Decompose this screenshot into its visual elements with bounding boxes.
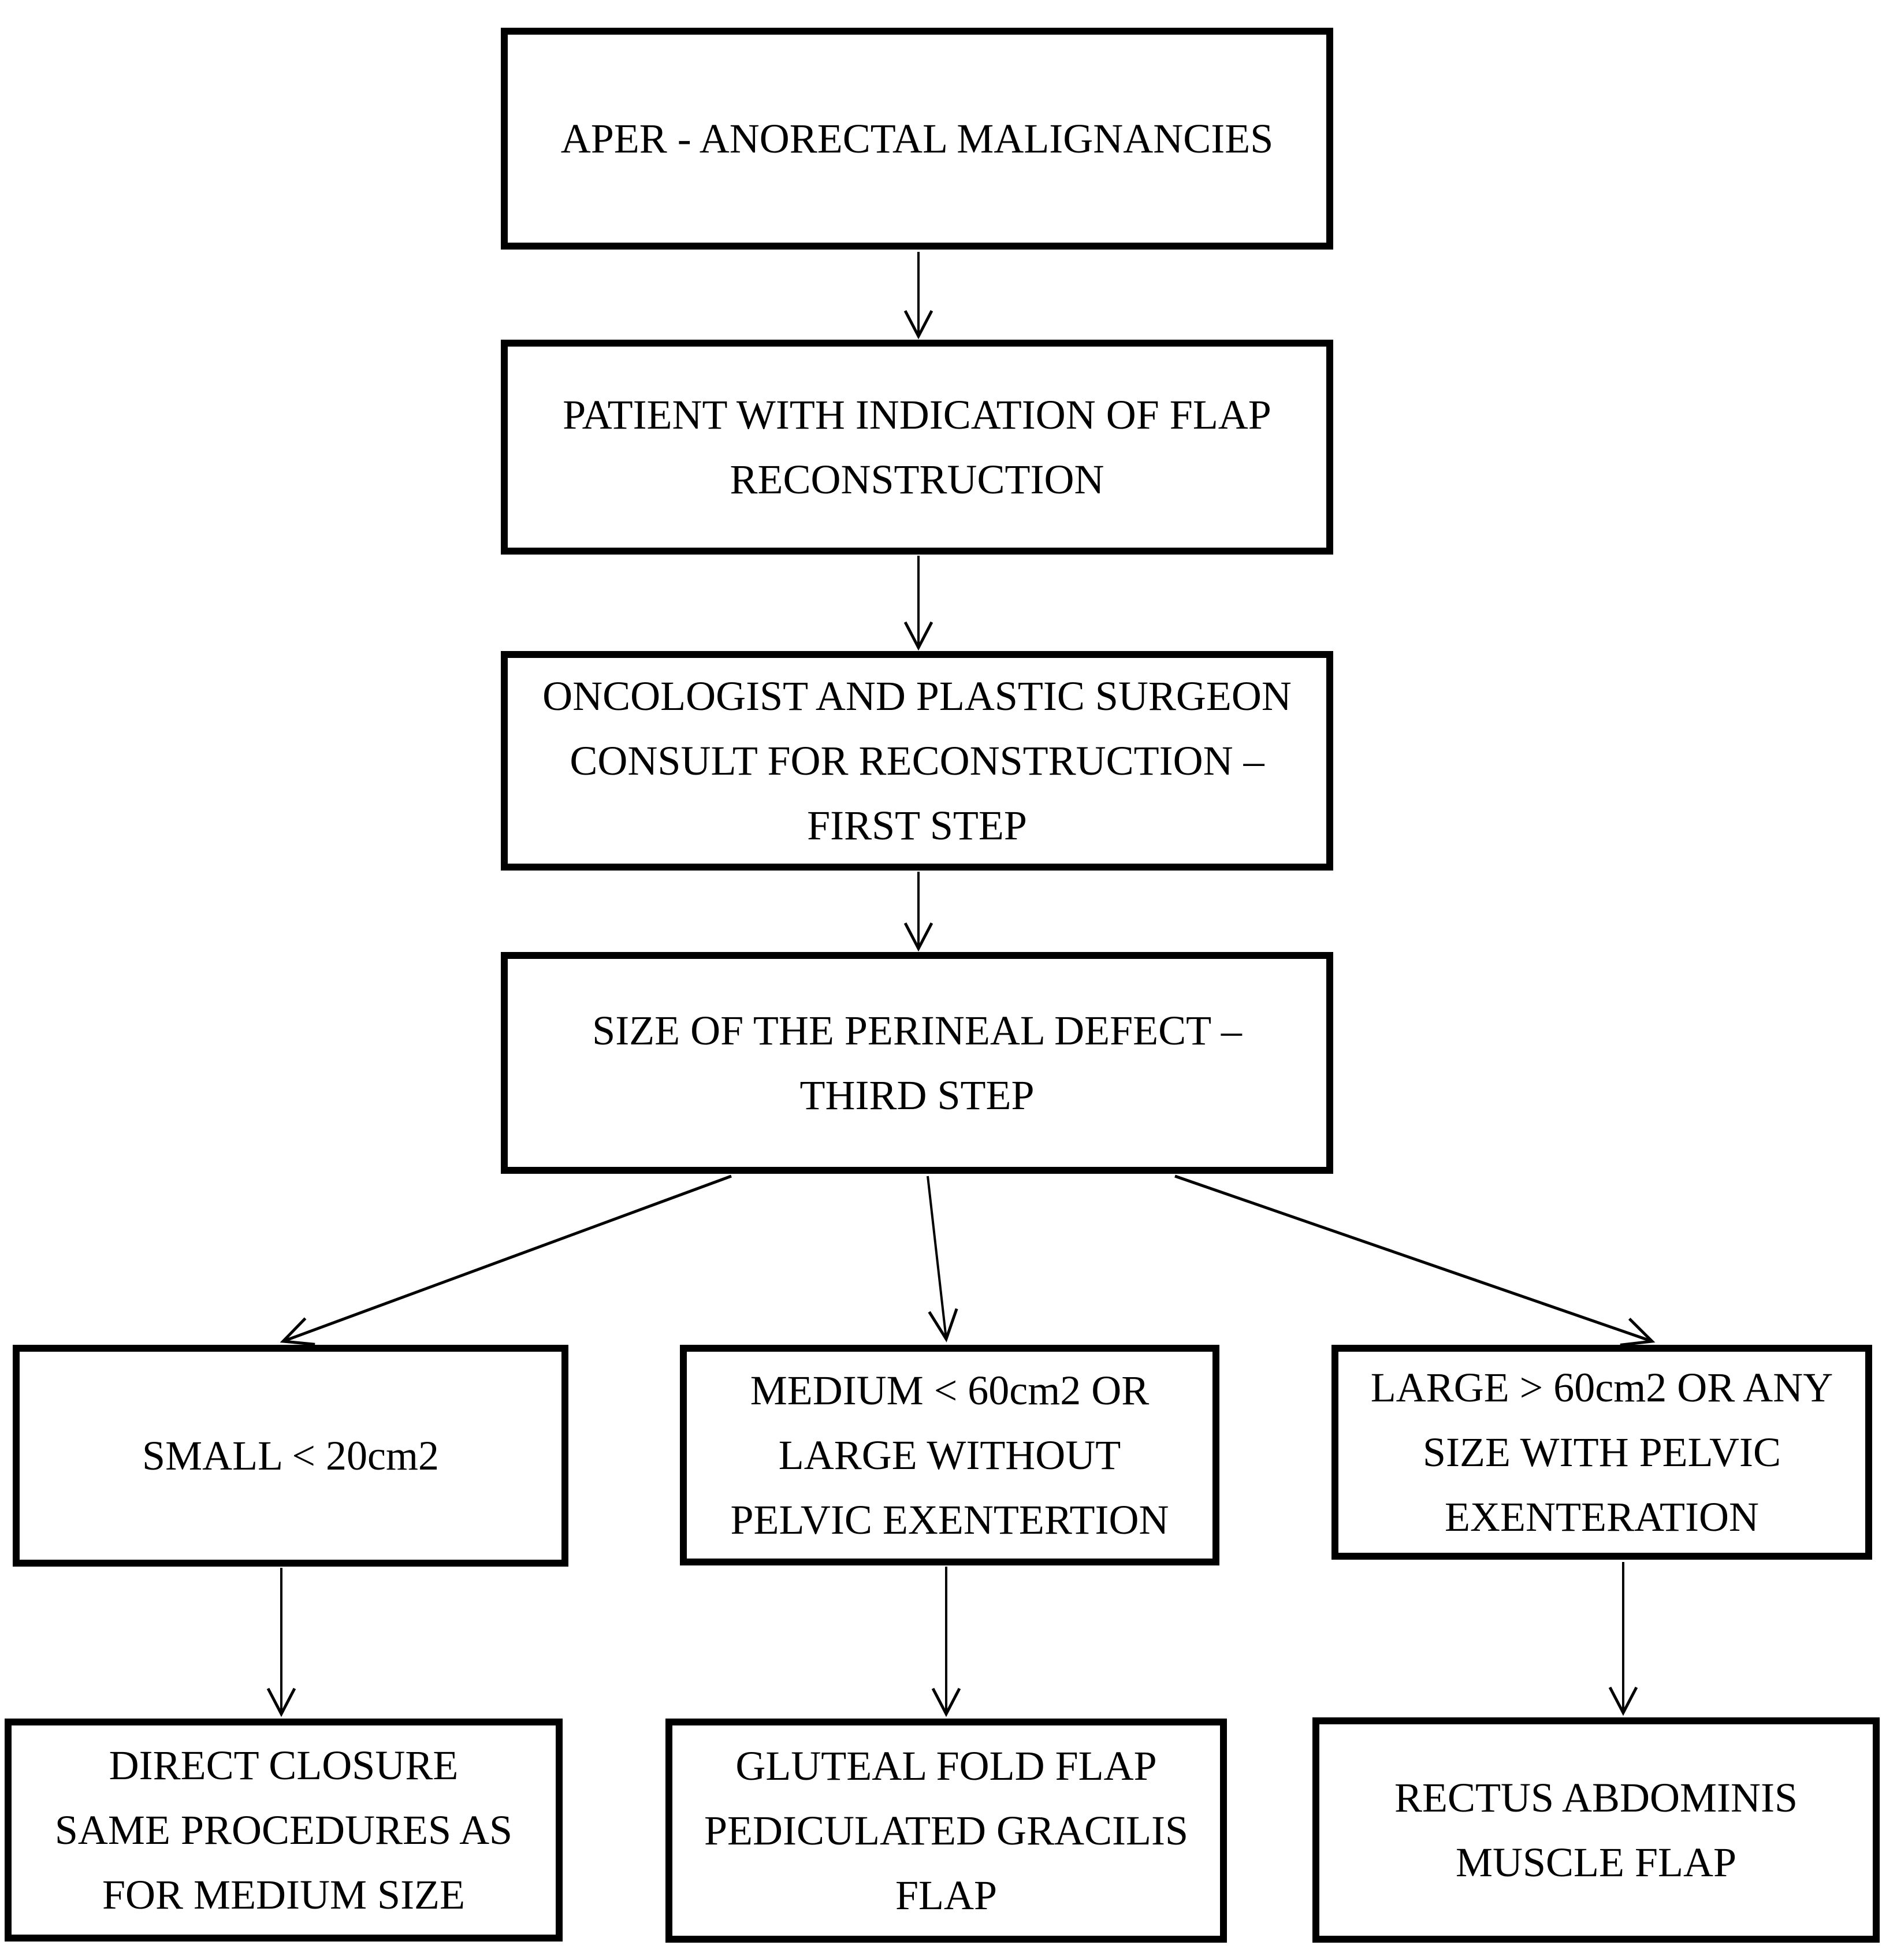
flow-node-size: SIZE OF THE PERINEAL DEFECT – THIRD STEP (501, 952, 1333, 1174)
node-text-line: ONCOLOGIST AND PLASTIC SURGEON (542, 673, 1292, 719)
flow-node-small: SMALL < 20cm2 (13, 1345, 568, 1567)
node-text-line: SIZE WITH PELVIC (1423, 1429, 1781, 1475)
arrow-size-large (1174, 1174, 1656, 1347)
node-text-line: APER - ANORECTAL MALIGNANCIES (560, 116, 1274, 162)
arrow-aper-patient (903, 252, 933, 340)
node-text-line: SAME PROCEDURES AS (54, 1807, 513, 1853)
node-text-line: RECONSTRUCTION (730, 456, 1104, 503)
node-text-line: GLUTEAL FOLD FLAP (735, 1743, 1157, 1789)
node-text-line: PEDICULATED GRACILIS (704, 1807, 1188, 1854)
node-text-line: PELVIC EXENTERTION (730, 1497, 1169, 1543)
arrow-small-direct (266, 1568, 296, 1717)
node-text-line: FLAP (895, 1872, 998, 1918)
node-text-line: MUSCLE FLAP (1455, 1839, 1737, 1885)
node-text-line: CONSULT FOR RECONSTRUCTION – (570, 738, 1264, 784)
node-text-line: FIRST STEP (807, 802, 1027, 849)
flow-node-aper: APER - ANORECTAL MALIGNANCIES (501, 28, 1333, 250)
node-text-line: THIRD STEP (799, 1072, 1035, 1118)
arrow-patient-consult (903, 556, 933, 651)
node-text-line: SMALL < 20cm2 (142, 1433, 439, 1479)
node-text-line: SIZE OF THE PERINEAL DEFECT – (592, 1007, 1242, 1054)
flow-node-rectus: RECTUS ABDOMINIS MUSCLE FLAP (1312, 1717, 1880, 1943)
node-text-line: PATIENT WITH INDICATION OF FLAP (563, 392, 1271, 438)
node-text-line: FOR MEDIUM SIZE (102, 1872, 466, 1918)
node-text-line: LARGE WITHOUT (778, 1432, 1121, 1478)
arrow-medium-gluteal (931, 1567, 961, 1717)
arrow-consult-size (903, 872, 933, 952)
flow-node-direct: DIRECT CLOSURE SAME PROCEDURES AS FOR ME… (5, 1719, 563, 1942)
node-text-line: LARGE > 60cm2 OR ANY (1370, 1364, 1833, 1411)
arrow-size-small (280, 1174, 732, 1346)
arrow-large-rectus (1608, 1562, 1638, 1716)
flow-node-patient: PATIENT WITH INDICATION OF FLAP RECONSTR… (501, 340, 1333, 555)
flow-node-gluteal: GLUTEAL FOLD FLAP PEDICULATED GRACILIS F… (665, 1719, 1227, 1943)
flow-node-consult: ONCOLOGIST AND PLASTIC SURGEON CONSULT F… (501, 651, 1333, 871)
arrow-size-medium (927, 1176, 958, 1342)
flow-node-medium: MEDIUM < 60cm2 OR LARGE WITHOUT PELVIC E… (680, 1345, 1219, 1565)
flow-node-large: LARGE > 60cm2 OR ANY SIZE WITH PELVIC EX… (1331, 1345, 1872, 1560)
node-text-line: MEDIUM < 60cm2 OR (750, 1367, 1150, 1414)
node-text-line: RECTUS ABDOMINIS (1394, 1775, 1798, 1821)
node-text-line: DIRECT CLOSURE (109, 1742, 459, 1788)
node-text-line: EXENTERATION (1445, 1494, 1759, 1540)
